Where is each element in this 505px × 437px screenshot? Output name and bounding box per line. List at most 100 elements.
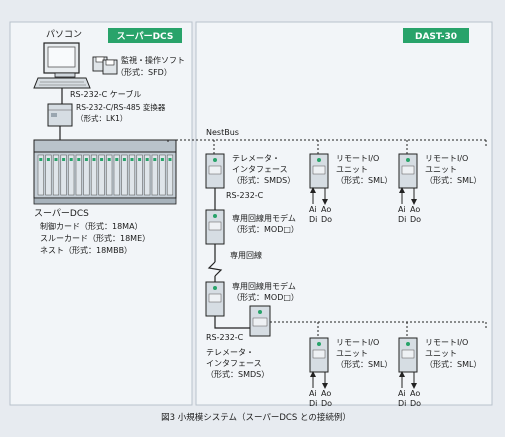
dcs-card-slot bbox=[75, 154, 82, 196]
dcs-card-slot bbox=[113, 154, 120, 196]
remote-io-label: （形式：SML） bbox=[425, 175, 481, 185]
telemeter-upper-l1: テレメータ・ bbox=[232, 154, 280, 163]
dcs-card-led bbox=[46, 158, 50, 161]
converter-icon bbox=[47, 103, 73, 127]
super-dcs-tag-box bbox=[108, 28, 182, 43]
dcs-card-slot bbox=[98, 154, 105, 196]
dcs-line-3: ネスト（形式：18MBB） bbox=[40, 245, 132, 255]
remote-io-panel bbox=[401, 349, 415, 359]
dcs-title: スーパーDCS bbox=[34, 208, 89, 219]
modem-upper-l1: 専用回線用モデム bbox=[232, 213, 296, 223]
telemeter-lower-l1: テレメータ・ bbox=[206, 348, 254, 357]
dcs-card-slot bbox=[144, 154, 151, 196]
dcs-card-led bbox=[138, 158, 142, 161]
dcs-card-slot bbox=[52, 154, 60, 196]
dcs-card-slot bbox=[90, 154, 98, 196]
status-led-icon bbox=[406, 158, 410, 162]
dcs-card-slot bbox=[151, 154, 158, 196]
remote-io-label: ユニット bbox=[425, 165, 457, 174]
io-signal-label: Do bbox=[321, 215, 332, 224]
io-signal-label: Ao bbox=[321, 205, 331, 214]
io-signal-label: Ao bbox=[410, 205, 420, 214]
converter-model: （形式：LK1） bbox=[76, 113, 127, 123]
io-signal-label: Do bbox=[410, 215, 421, 224]
dcs-card-led bbox=[115, 158, 119, 161]
remote-io-label: ユニット bbox=[425, 349, 457, 358]
dast-tag-box bbox=[403, 28, 469, 43]
dcs-card-slot bbox=[106, 154, 113, 196]
software-model: （形式：SFD） bbox=[116, 67, 172, 77]
dcs-card-slot bbox=[128, 154, 136, 196]
dcs-line-2: スルーカード（形式：18ME） bbox=[40, 233, 150, 243]
dcs-card-slot bbox=[45, 154, 52, 196]
dcs-card-slot bbox=[121, 154, 128, 196]
leased-line-label: 専用回線 bbox=[230, 250, 262, 260]
rs232c-cable-label: RS-232-C ケーブル bbox=[70, 89, 141, 99]
dcs-card-led bbox=[107, 158, 111, 161]
remote-io-label: リモートI/O bbox=[336, 338, 379, 347]
software-title: 監視・操作ソフト bbox=[121, 55, 185, 65]
dcs-card-led bbox=[54, 158, 58, 161]
telemeter-upper-l2: インタフェース bbox=[232, 165, 288, 174]
io-signal-label: Ai bbox=[309, 205, 317, 214]
dcs-card-slot bbox=[68, 154, 75, 196]
rs232c-upper-label: RS-232-C bbox=[226, 191, 264, 200]
dcs-card-led bbox=[122, 158, 126, 161]
dcs-card-led bbox=[92, 158, 96, 161]
io-signal-label: Do bbox=[410, 399, 421, 408]
remote-io-label: ユニット bbox=[336, 165, 368, 174]
telemeter-upper-device bbox=[205, 153, 225, 189]
leased-line-break-icon bbox=[207, 261, 223, 277]
telemeter-upper-l3: （形式：SMDS） bbox=[232, 175, 295, 185]
modem-upper-device bbox=[205, 209, 225, 245]
remote-io-label: リモートI/O bbox=[425, 154, 468, 163]
remote-io-panel bbox=[312, 349, 326, 359]
io-signal-label: Di bbox=[398, 399, 406, 408]
modem-lower-device bbox=[205, 281, 225, 317]
super-dcs-tag: スーパーDCS bbox=[117, 30, 174, 42]
dcs-card-led bbox=[145, 158, 149, 161]
dcs-line-1: 制御カード（形式：18MA） bbox=[40, 221, 143, 231]
modem-lower-l1: 専用回線用モデム bbox=[232, 281, 296, 291]
dcs-card-led bbox=[77, 158, 81, 161]
dcs-card-led bbox=[69, 158, 73, 161]
converter-title: RS-232-C/RS-485 変換器 bbox=[76, 102, 166, 112]
dcs-card-led bbox=[153, 158, 157, 161]
io-signal-label: Di bbox=[398, 215, 406, 224]
io-signal-label: Ai bbox=[398, 389, 406, 398]
remote-io-label: （形式：SML） bbox=[425, 359, 481, 369]
remote-io-panel bbox=[312, 165, 326, 175]
rs232c-lower-label: RS-232-C bbox=[206, 333, 244, 342]
dcs-card-slot bbox=[60, 154, 67, 196]
figure-caption: 図3 小規模システム（スーパーDCS との接続例） bbox=[161, 412, 351, 423]
dast-tag: DAST-30 bbox=[415, 32, 457, 42]
remote-io-label: ユニット bbox=[336, 349, 368, 358]
dcs-card-slot bbox=[37, 154, 44, 196]
dcs-card-led bbox=[62, 158, 66, 161]
dcs-card-slot bbox=[159, 154, 166, 196]
telemeter-lower-device bbox=[249, 305, 271, 337]
super-dcs-rack bbox=[33, 139, 177, 205]
nestbus-label: NestBus bbox=[206, 128, 239, 137]
status-led-icon bbox=[317, 342, 321, 346]
dcs-card-led bbox=[84, 158, 88, 161]
io-signal-label: Do bbox=[321, 399, 332, 408]
io-signal-label: Di bbox=[309, 215, 317, 224]
telemeter-lower-l3: （形式：SMDS） bbox=[206, 369, 269, 379]
io-signal-label: Ai bbox=[398, 205, 406, 214]
floppy-disk-icon bbox=[92, 56, 118, 75]
dcs-card-slot bbox=[166, 154, 174, 196]
dcs-card-led bbox=[168, 158, 172, 161]
modem-lower-l2: （形式：MOD□） bbox=[232, 292, 299, 302]
io-signal-label: Di bbox=[309, 399, 317, 408]
io-signal-label: Ao bbox=[321, 389, 331, 398]
dcs-card-slot bbox=[83, 154, 90, 196]
status-led-icon bbox=[317, 158, 321, 162]
remote-io-label: （形式：SML） bbox=[336, 359, 392, 369]
